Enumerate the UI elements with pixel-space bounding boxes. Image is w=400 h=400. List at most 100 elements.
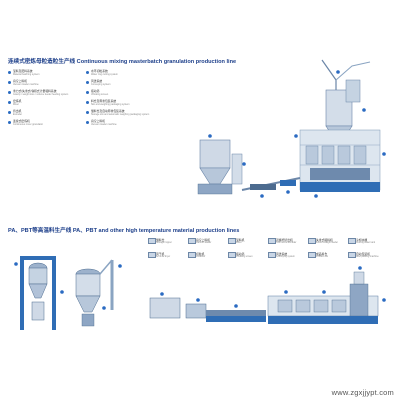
legend-en: Vacuum loader machine [13, 83, 39, 87]
legend-en: Mixer [236, 241, 242, 244]
legend-en: Mixer [13, 103, 19, 107]
legend-cn: 混料机 [236, 238, 245, 242]
legend-cn: 真空上料机 [91, 119, 105, 123]
bullet-icon [86, 111, 89, 114]
legend-en: Silo and weighing packaging system [91, 103, 130, 107]
silo-icon [308, 252, 316, 258]
legend-en: Conveying system [276, 255, 295, 258]
legend-cn: 冷却水槽 [356, 238, 368, 242]
legend-cn: 密炼机 [13, 99, 22, 103]
legend-cn: 储料仓 [156, 238, 165, 242]
bullet-icon [8, 121, 11, 124]
legend-cn: 成品料仓 [316, 252, 328, 256]
pelletizer-icon [188, 252, 196, 258]
continuous-mixing-line-illustration [197, 59, 386, 198]
legend-cn: 重力式/失重式/容积式计量喂料系统 [13, 89, 57, 93]
legend-en: Vacuum loader [196, 241, 212, 244]
section1-title: 连续式密炼母粒造粒生产线 Continuous mixing masterbat… [8, 59, 237, 65]
legend-cn: 双螺杆挤出机 [276, 238, 293, 242]
storage-frame [20, 256, 56, 330]
vacuum-loader-icon [188, 238, 196, 244]
section1-legend-right: 水环切粒系统 Water ring cutting system 风送系统 Co… [86, 69, 168, 142]
mixer-icon [228, 238, 236, 244]
legend-cn: 挤出机 [13, 109, 22, 113]
legend-cn: 风送系统 [91, 79, 103, 83]
legend-item: 双螺杆挤出机 Twin screw extruder [268, 238, 312, 248]
legend-item: 冷却水槽 Cooling water tank [348, 238, 392, 248]
legend-cn: 真空上料机 [13, 79, 27, 83]
legend-item: 风送系统 Conveying system [268, 252, 312, 262]
legend-cn: 料仓及称重包装系统 [91, 99, 117, 103]
legend-en: Material batching system [13, 73, 40, 77]
legend-item: 真空上料机 Vacuum loader [188, 238, 232, 248]
legend-en: Extruder [13, 113, 23, 117]
bullet-icon [8, 81, 11, 84]
legend-en: Storage silo and automatic weighing pack… [91, 113, 150, 117]
legend-cn: 切粒机 [196, 252, 205, 256]
twin-screw-extruder [149, 297, 266, 322]
vibrating-screen-icon [228, 252, 236, 258]
mixing-hopper [197, 139, 243, 195]
bullet-icon [86, 81, 89, 84]
legend-en: Twin screw extruder [276, 241, 297, 244]
section1-legend-left: 混料及配料系统 Material batching system 真空上料机 V… [8, 69, 86, 142]
legend-item: 风干机 Air knife dryer [148, 252, 192, 262]
bullet-icon [86, 101, 89, 104]
legend-en: Air knife dryer [156, 255, 171, 258]
storage-silo [321, 59, 371, 143]
bullet-icon [86, 91, 89, 94]
legend-item: 成品料仓 Product silo [308, 252, 352, 262]
legend-en: Vibrating screen [91, 93, 109, 97]
legend-en: Vibrating screen [236, 255, 253, 258]
section2-title: PA、PBT等高温料生产线 PA、PBT and other high temp… [8, 228, 240, 234]
extruder-icon [268, 238, 276, 244]
legend-cn: 风干机 [156, 252, 165, 256]
site-watermark: www.zgxjjypt.com [331, 388, 394, 397]
legend-item: 失重式喂料机 Loss-in-weight feeder [308, 238, 352, 248]
legend-en: Vacuum loader machine [91, 123, 117, 127]
legend-en: Cooling water tank [356, 241, 376, 244]
legend-en: Gravity / weight loss / volume feeder fe… [13, 93, 69, 97]
legend-item: 振动筛 Vibrating screen [228, 252, 272, 262]
conveying-icon [268, 252, 276, 258]
legend-en: Continuous mixer granulator [13, 123, 44, 127]
legend-en: Product silo [316, 255, 329, 258]
legend-cn: 连续式密炼机 [13, 119, 30, 123]
high-temperature-line-illustration [14, 256, 386, 330]
legend-en: Storage hopper [156, 241, 172, 244]
legend-en: Auto packing machine [356, 255, 379, 258]
legend-cn: 真空上料机 [196, 238, 210, 242]
legend-cn: 储料仓及自动称重包装系统 [91, 109, 125, 113]
legend-item: 自动包装机 Auto packing machine [348, 252, 392, 262]
mixer-platform [299, 129, 381, 192]
legend-cn: 混料及配料系统 [13, 69, 33, 73]
legend-cn: 振动筛 [236, 252, 245, 256]
legend-cn: 失重式喂料机 [316, 238, 333, 242]
bullet-icon [8, 91, 11, 94]
bullet-icon [8, 111, 11, 114]
water-tank-icon [348, 238, 356, 244]
legend-item: 储料仓 Storage hopper [148, 238, 192, 248]
feeder-icon [308, 238, 316, 244]
bullet-icon [86, 71, 89, 74]
legend-cn: 水环切粒系统 [91, 69, 108, 73]
legend-cn: 风送系统 [276, 252, 288, 256]
legend-en: Pelletizer [196, 255, 206, 258]
legend-cn: 自动包装机 [356, 252, 370, 256]
section2-legend: 储料仓 Storage hopper 真空上料机 Vacuum loader 混… [148, 238, 392, 268]
bullet-icon [86, 121, 89, 124]
bullet-icon [8, 71, 11, 74]
storage-hopper-icon [148, 238, 156, 244]
conveyor [241, 177, 301, 191]
dryer-icon [148, 252, 156, 258]
packing-machine-icon [348, 252, 356, 258]
legend-en: Loss-in-weight feeder [316, 241, 338, 244]
mixer-unit [75, 259, 114, 327]
main-extruder [267, 271, 379, 324]
legend-item: 混料机 Mixer [228, 238, 272, 248]
legend-item: 切粒机 Pelletizer [188, 252, 232, 262]
legend-cn: 振动筛 [91, 89, 100, 93]
legend-en: Conveying system [91, 83, 111, 87]
legend-en: Water ring cutting system [91, 73, 118, 77]
bullet-icon [8, 101, 11, 104]
